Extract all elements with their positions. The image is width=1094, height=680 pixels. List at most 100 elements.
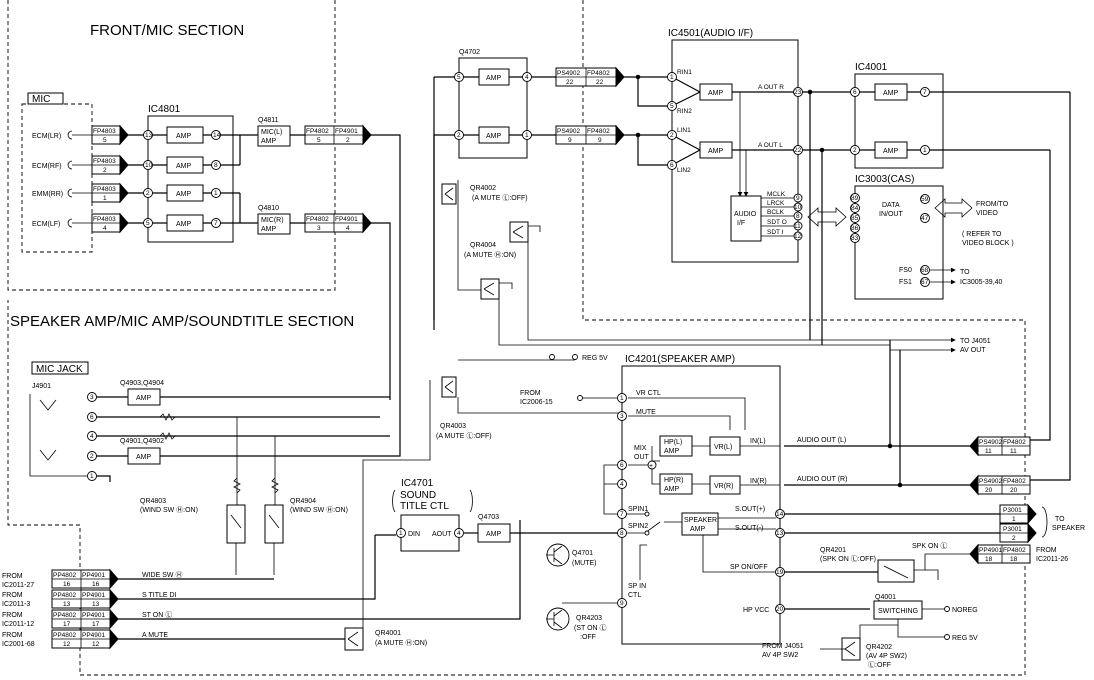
ic4801-amp-4: AMP [176,221,192,228]
hp-vcc: HP VCC [743,607,769,614]
ic4001-pin-2: 2 [853,147,857,154]
from-j4051-2: AV 4P SW2 [762,652,798,659]
ic4201-box [621,365,781,645]
vr-l-label: VR(L) [714,444,732,451]
fp-mic-connectors [304,124,372,234]
video-bus-arrow-icon [934,198,973,218]
spin-ctl-1: SP IN [628,583,646,590]
input-2-b: PP4901 [82,592,106,599]
ic4801-pin-13: 13 [145,132,153,139]
hp-l-2: AMP [664,448,680,455]
q4810-l2: AMP [261,226,277,233]
hp-r-2: AMP [664,486,680,493]
ic3003-fs1-pin: 67 [921,279,929,286]
sout-m: S.OUT(-) [735,525,763,532]
ic4501-amp-l-label: AMP [708,148,724,155]
ic4201-mix-2: OUT [634,454,650,461]
jack-pin-2: 2 [90,453,94,460]
ps-r-b-pin: 20 [1010,487,1018,494]
ps-top-b: FP4802 [587,70,610,77]
mic-jack-title: MIC JACK [36,364,83,375]
in-r-label: IN(R) [750,478,767,485]
ps-l-b: FP4802 [1003,439,1026,446]
ic4201-title: IC4201(SPEAKER AMP) [625,354,735,365]
q4702-pin-2: 2 [457,132,461,139]
qr4202-d2: Ⓛ:OFF [868,661,891,669]
input-1-from-1: FROM [2,573,23,580]
ps-top-a-pin: 22 [566,79,574,86]
ic4001-pin-1: 1 [923,147,927,154]
p3001-pin-1: 1 [1012,516,1016,523]
q4811-box [257,125,291,147]
ps-mid-a: PS4902 [557,128,581,135]
jack-pin-6: 6 [90,414,94,421]
reg5v-label: REG 5V [582,355,608,362]
audio-if-l2: I/F [737,220,745,227]
ic3003-pin-86: 86 [851,225,859,232]
to-j4051: TO J4051 [960,338,991,345]
ps-top-connectors [555,66,625,146]
spk-amp-2: AMP [690,526,706,533]
qr4001-symbol [344,627,364,651]
qr4002-name: QR4002 [470,185,496,192]
ic3003-data-1: DATA [882,202,900,209]
input-3-sig: ST ON Ⓛ [142,611,172,619]
ic4501-lin1: LIN1 [677,127,691,134]
ic4701-title: IC4701 [401,478,434,489]
fp-bot-b-pin: 4 [346,225,350,232]
jack-symbol [29,394,92,477]
ic4201-pin-1: 1 [620,395,624,402]
qr4203-d1: (ST ON Ⓛ [574,624,607,632]
ic4201-pin-8: 8 [620,530,624,537]
speaker-section-border [7,0,1026,676]
qr4004-symbol [509,221,529,243]
ic4201-vrctl: VR CTL [636,390,661,397]
ic4801-pin-2: 2 [146,190,150,197]
qr4904-name: QR4904 [290,498,316,505]
ic4701-aout: AOUT [432,531,452,538]
ps-r-b: FP4802 [1003,478,1026,485]
input-4-a: PP4802 [53,632,77,639]
qr4002-symbol [441,183,457,205]
p3001-pin-2: 2 [1012,535,1016,542]
q4001-sw-label: SWITCHING [878,608,918,615]
pp-spk-b-pin: 18 [1010,556,1018,563]
jack-pin-3: 3 [90,394,94,401]
qr4004-desc: (A MUTE Ⓗ:ON) [464,251,516,259]
ecm-lr-label: ECM(LR) [32,133,61,140]
speaker-section-title: SPEAKER AMP/MIC AMP/SOUNDTITLE SECTION [10,313,354,330]
input-4-from-2: IC2001-68 [2,641,35,648]
ic4501-aout-l: A OUT L [758,142,783,149]
ic4801-pin-10: 10 [145,162,153,169]
ic4801-pin-14: 14 [213,132,221,139]
ic4501-pin-22: 22 [794,147,802,154]
fp4803-label-3: FP4803 [93,186,116,193]
sig-bclk: BCLK [767,209,785,216]
front-section-title: FRONT/MIC SECTION [90,22,244,39]
q4810-l1: MIC(R) [261,217,284,224]
fp4803-pin-3: 1 [103,195,107,202]
input-3-from-1: FROM [2,612,23,619]
q4811-name: Q4811 [258,117,279,124]
spk-on-label: SPK ON Ⓛ [912,542,947,550]
mic-jack-amp-2-label: AMP [136,454,152,461]
ic4501-amp-r [699,83,733,101]
q4001-noreg: NOREG [952,607,978,614]
fp4803-label-1: FP4803 [93,128,116,135]
ic4801-pins [143,130,221,228]
input-2-sig: S TITLE DI [142,592,177,599]
from-to-video-2: VIDEO [976,210,998,217]
fp4803-label-2: FP4803 [93,158,116,165]
hp-l-1: HP(L) [664,439,682,446]
in-l-label: IN(L) [750,438,766,445]
p3001-name-1: P3001 [1003,507,1022,514]
ic4501-pin-2: 2 [670,132,674,139]
ic4801-pin-8: 8 [214,162,218,169]
ic3003-title: IC3003(CAS) [855,174,914,185]
input-4-from-1: FROM [2,632,23,639]
input-1-a-pin: 16 [63,581,71,588]
qr4003-symbol [441,376,457,398]
ic4701-pin-4-dot [454,528,464,538]
